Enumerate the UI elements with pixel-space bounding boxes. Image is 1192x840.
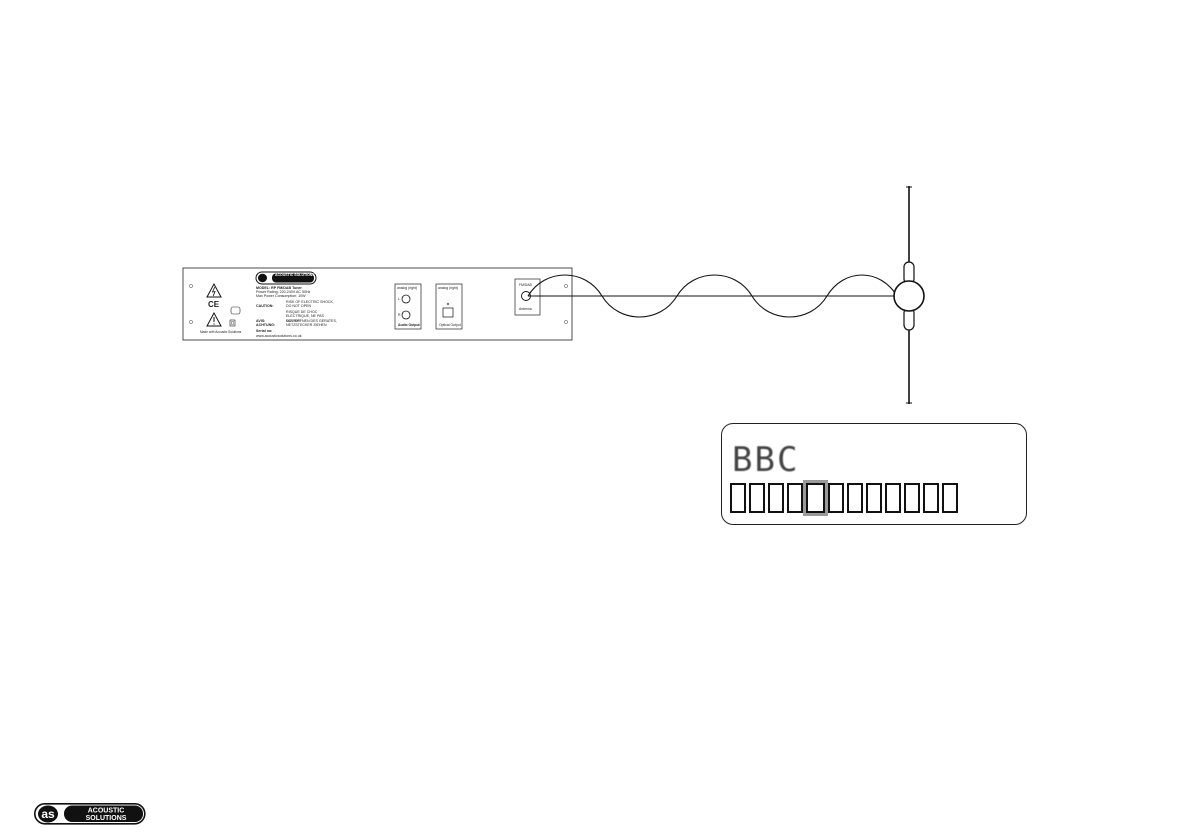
rca-right-jack[interactable] xyxy=(401,310,411,320)
panel-avis-row: AVIS: RISQUE DE CHOC ELECTRIQUE, NE PAS O… xyxy=(256,310,336,323)
lcd-char-cell xyxy=(866,483,882,513)
ce-mark: CE xyxy=(208,300,220,309)
audio-output-box xyxy=(394,283,422,330)
optical-analog-label: analog (right) xyxy=(438,286,458,290)
panel-caution-row: CAUTION: RISK OF ELECTRIC SHOCK, DO NOT O… xyxy=(256,300,336,309)
panel-brand-name: ACOUSTIC SOLUTIONS xyxy=(275,273,315,277)
lcd-character-row xyxy=(730,480,958,516)
mounting-hole xyxy=(564,320,568,324)
panel-achtung-row: ACHTUNG: VOR OFFNEN DES GERATES, NETZSTEC… xyxy=(256,319,338,328)
lcd-char-cell xyxy=(787,483,803,513)
panel-power-line: Power Rating: 220-240V AC 50Hz xyxy=(256,290,311,294)
antenna-bottom-label: Antenna xyxy=(519,307,532,311)
tuner-rear-panel xyxy=(182,267,573,341)
optical-output-label: Optical Output xyxy=(439,323,461,327)
avis-key: AVIS: xyxy=(256,318,266,323)
logo-line2: SOLUTIONS xyxy=(86,815,127,822)
footer-brand-logo: as ACOUSTIC SOLUTIONS xyxy=(34,803,146,825)
panel-website: www.acousticsolutions.co.uk xyxy=(256,334,302,338)
antenna-cable-coil xyxy=(527,274,898,318)
lcd-cursor-cell xyxy=(803,480,828,516)
audio-channel-r: R xyxy=(398,313,401,317)
caution-text: RISK OF ELECTRIC SHOCK, DO NOT OPEN xyxy=(286,300,334,309)
lcd-char-cell xyxy=(730,483,746,513)
audio-channel-l: L xyxy=(398,297,400,301)
mounting-hole xyxy=(189,320,193,324)
achtung-text: VOR OFFNEN DES GERATES, NETZSTECKER ZIEH… xyxy=(286,319,337,328)
panel-consumption-line: Max Power Consumption: 10W xyxy=(256,294,306,298)
audio-output-label: Audio Output xyxy=(398,323,420,327)
lcd-char-cell xyxy=(847,483,863,513)
caution-warning-icon xyxy=(206,311,222,327)
mounting-hole xyxy=(189,284,193,288)
panel-brand-logo xyxy=(255,271,317,285)
panel-made-in: Made with Acoustic Solutions xyxy=(200,330,242,334)
lcd-char-cell xyxy=(885,483,901,513)
fuse-icon xyxy=(230,306,241,315)
optical-port[interactable] xyxy=(442,307,454,318)
double-insulation-icon xyxy=(229,319,236,327)
antenna-top-label: FM/DAB xyxy=(519,283,532,287)
shock-warning-icon xyxy=(206,282,222,298)
antenna-input-box xyxy=(514,278,541,316)
lcd-display: BBC xyxy=(721,423,1027,525)
lcd-char-cell xyxy=(768,483,784,513)
logo-mark: as xyxy=(41,807,55,821)
dipole-antenna xyxy=(893,186,925,404)
lcd-char-cell xyxy=(904,483,920,513)
lcd-station-name: BBC xyxy=(732,440,800,480)
panel-model-line: MODEL: RP FM/DAB Tuner xyxy=(256,286,302,290)
lcd-char-cell xyxy=(923,483,939,513)
lcd-char-cell xyxy=(749,483,765,513)
caution-key: CAUTION: xyxy=(256,304,274,309)
avis-text: RISQUE DE CHOC ELECTRIQUE, NE PAS OUVRIR xyxy=(286,310,324,323)
panel-serial-label: Serial no: xyxy=(256,329,273,333)
optical-output-box xyxy=(435,283,463,330)
audio-analog-label: analog (right) xyxy=(397,286,417,290)
rca-left-jack[interactable] xyxy=(401,294,411,304)
lcd-char-cell xyxy=(828,483,844,513)
mounting-hole xyxy=(564,284,568,288)
lcd-char-cell xyxy=(942,483,958,513)
logo-line1: ACOUSTIC xyxy=(88,808,125,815)
achtung-key: ACHTUNG: xyxy=(256,323,276,328)
